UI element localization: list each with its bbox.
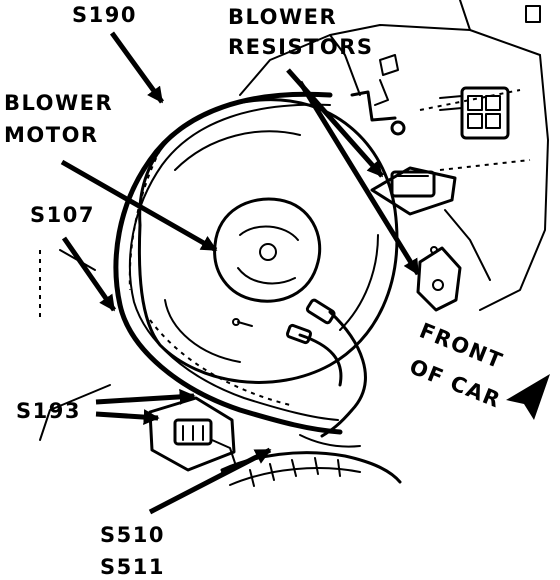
label-s510: S510 — [100, 523, 165, 547]
arrow-blower-motor — [60, 159, 218, 253]
arrow-s193-upper — [95, 388, 196, 405]
blower-motor-housing — [137, 98, 399, 384]
resistor-bracket — [350, 90, 406, 136]
leader-arrows — [60, 31, 421, 515]
label-blower-resistors-2: RESISTORS — [228, 35, 374, 59]
label-s190: S190 — [72, 3, 137, 27]
arrow-blower-resistors-lower — [297, 80, 421, 276]
blower-motor-hub — [213, 197, 322, 303]
front-of-car-arrow — [506, 374, 550, 420]
label-s107: S107 — [30, 203, 95, 227]
harness-connector — [148, 396, 237, 473]
firewall-structure — [239, 0, 549, 311]
label-blower-resistors-1: BLOWER — [228, 5, 337, 29]
motor-lead-wires — [232, 298, 367, 438]
callout-labels: S190 BLOWER RESISTORS BLOWER MOTOR S107 … — [4, 3, 507, 579]
label-s511: S511 — [100, 555, 165, 579]
arrow-s510 — [148, 447, 272, 515]
label-s193: S193 — [16, 399, 81, 423]
label-blower-motor-1: BLOWER — [4, 91, 113, 115]
resistor-plate — [416, 246, 462, 312]
arrow-s190 — [109, 31, 165, 104]
blower-resistor-connector — [439, 86, 510, 140]
wiring-harness — [113, 91, 343, 435]
arrow-s193-lower — [95, 409, 160, 426]
blower-resistor-block — [370, 166, 457, 216]
label-blower-motor-2: MOTOR — [4, 123, 99, 147]
arrow-s107 — [61, 236, 117, 312]
